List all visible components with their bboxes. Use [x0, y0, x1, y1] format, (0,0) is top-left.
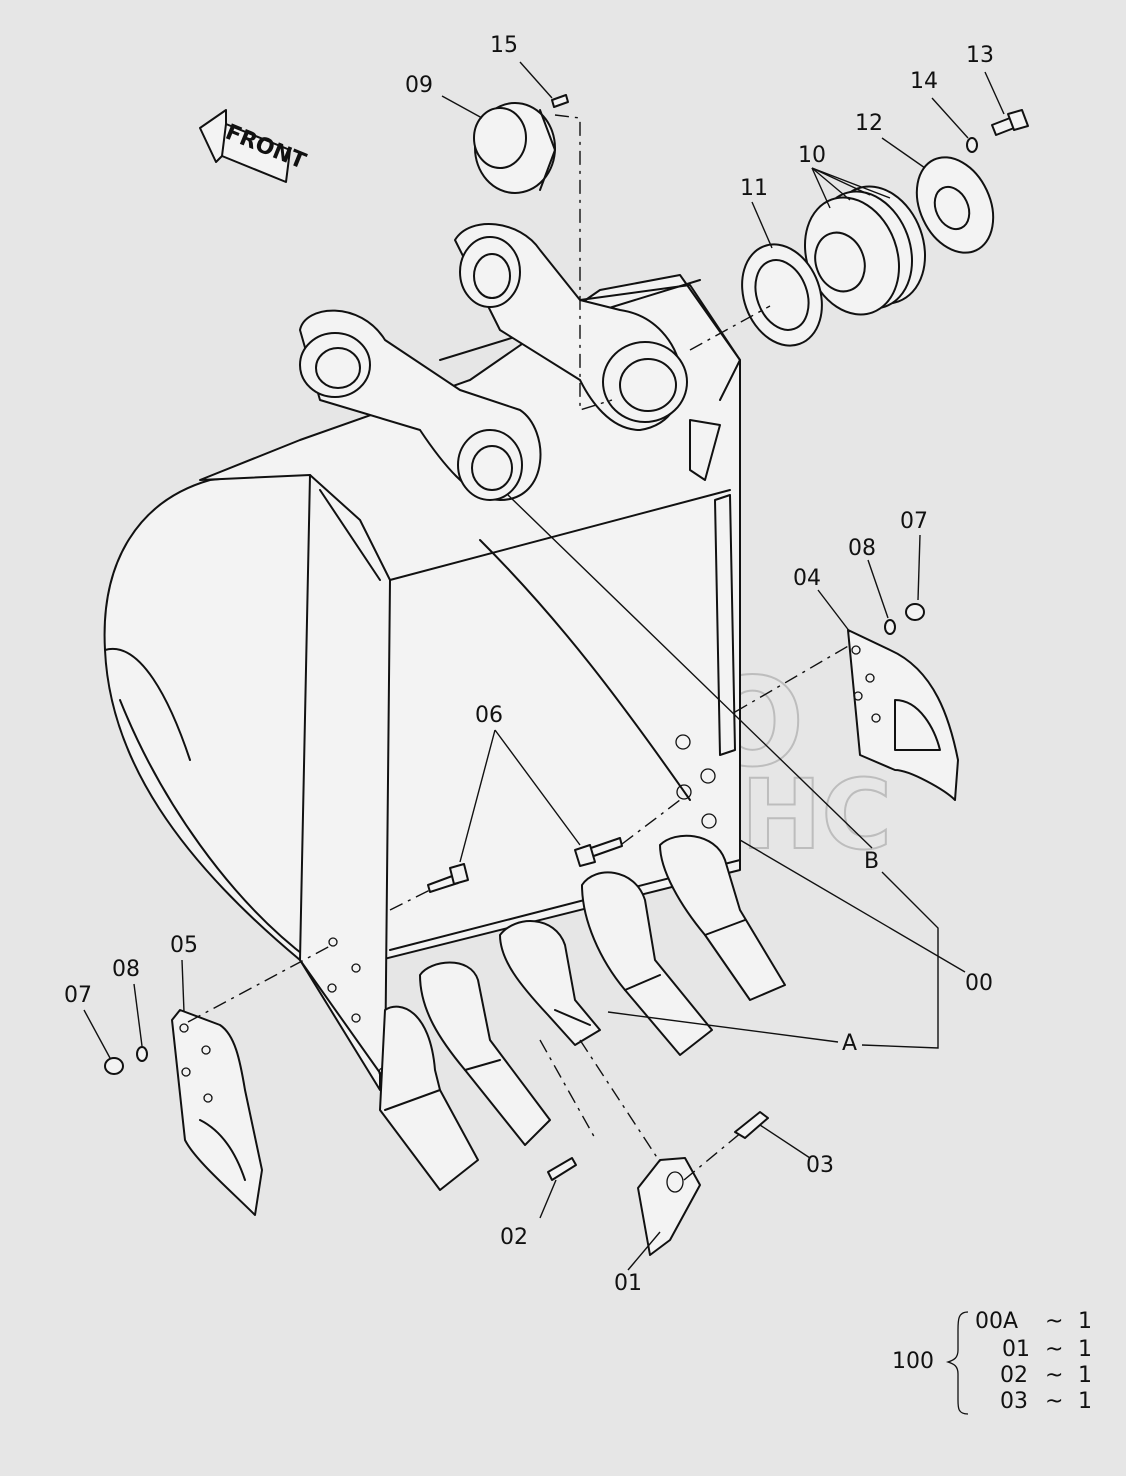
- assembly-row-1-part: 01: [1002, 1337, 1030, 1362]
- callout-15: 15: [490, 33, 518, 58]
- assembly-number: 100: [892, 1349, 934, 1374]
- washer-14: [966, 137, 978, 153]
- tooth-2: [419, 961, 551, 1146]
- callout-01: 01: [614, 1271, 642, 1296]
- tooth-4: [581, 871, 713, 1056]
- assembly-row-2-sep: ~: [1045, 1363, 1063, 1388]
- washer-08-left: [136, 1046, 148, 1062]
- bolts-06: [427, 837, 623, 893]
- callout-07-right: 07: [900, 509, 928, 534]
- callouts: 15 09 13 14 12 10 11 07 08 04 06 B 00 A …: [64, 33, 994, 1296]
- callout-12: 12: [855, 111, 883, 136]
- shims-10: [803, 185, 927, 316]
- tooth-5: [659, 834, 786, 1001]
- callout-08-right: 08: [848, 536, 876, 561]
- callout-14: 14: [910, 69, 938, 94]
- callout-A: A: [842, 1031, 857, 1056]
- callout-03: 03: [806, 1153, 834, 1178]
- assembly-row-3-part: 03: [1000, 1389, 1028, 1414]
- nut-07-left: [104, 1057, 124, 1075]
- callout-13: 13: [966, 43, 994, 68]
- callout-04: 04: [793, 566, 821, 591]
- nut-07-right: [905, 603, 925, 621]
- tooth-3: [499, 920, 601, 1046]
- lock-03: [734, 1111, 769, 1139]
- pin-02: [547, 1157, 577, 1181]
- pin-15: [551, 94, 569, 108]
- assembly-brace: [945, 1311, 969, 1415]
- callout-07-left: 07: [64, 983, 92, 1008]
- assembly-lines: [187, 114, 851, 1181]
- callout-B: B: [864, 849, 879, 874]
- assembly-row-2-qty: 1: [1078, 1363, 1092, 1388]
- plate-12: [915, 156, 995, 254]
- assembly-table: 100 00A ~ 1 01 ~ 1 02 ~ 1 03 ~ 1: [892, 1309, 1092, 1415]
- callout-10: 10: [798, 143, 826, 168]
- tooth-point-01: [637, 1157, 701, 1256]
- callout-05: 05: [170, 933, 198, 958]
- assembly-row-2-part: 02: [1000, 1363, 1028, 1388]
- assembly-row-0-qty: 1: [1078, 1309, 1092, 1334]
- callout-00: 00: [965, 971, 993, 996]
- front-arrow: FRONT: [199, 109, 309, 183]
- callout-09: 09: [405, 73, 433, 98]
- bucket-bosses: [299, 223, 688, 501]
- assembly-row-3-sep: ~: [1045, 1389, 1063, 1414]
- assembly-row-0-part: 00A: [975, 1309, 1018, 1334]
- assembly-row-0-sep: ~: [1045, 1309, 1063, 1334]
- assembly-row-3-qty: 1: [1078, 1389, 1092, 1414]
- boss-cap-09: [473, 102, 556, 194]
- callout-06: 06: [475, 703, 503, 728]
- assembly-row-1-qty: 1: [1078, 1337, 1092, 1362]
- bucket-teeth: [379, 834, 786, 1191]
- ring-11: [741, 243, 823, 347]
- tooth-1: [379, 1005, 479, 1191]
- callout-02: 02: [500, 1225, 528, 1250]
- callout-08-left: 08: [112, 957, 140, 982]
- assembly-row-1-sep: ~: [1045, 1337, 1063, 1362]
- washer-08-right: [884, 619, 896, 635]
- leader-lines: [83, 61, 1005, 1271]
- bolt-13: [991, 109, 1029, 136]
- callout-11: 11: [740, 176, 768, 201]
- bucket-body: [103, 274, 741, 1091]
- side-cutter-right: [847, 629, 959, 801]
- side-cutter-left: [171, 1009, 263, 1216]
